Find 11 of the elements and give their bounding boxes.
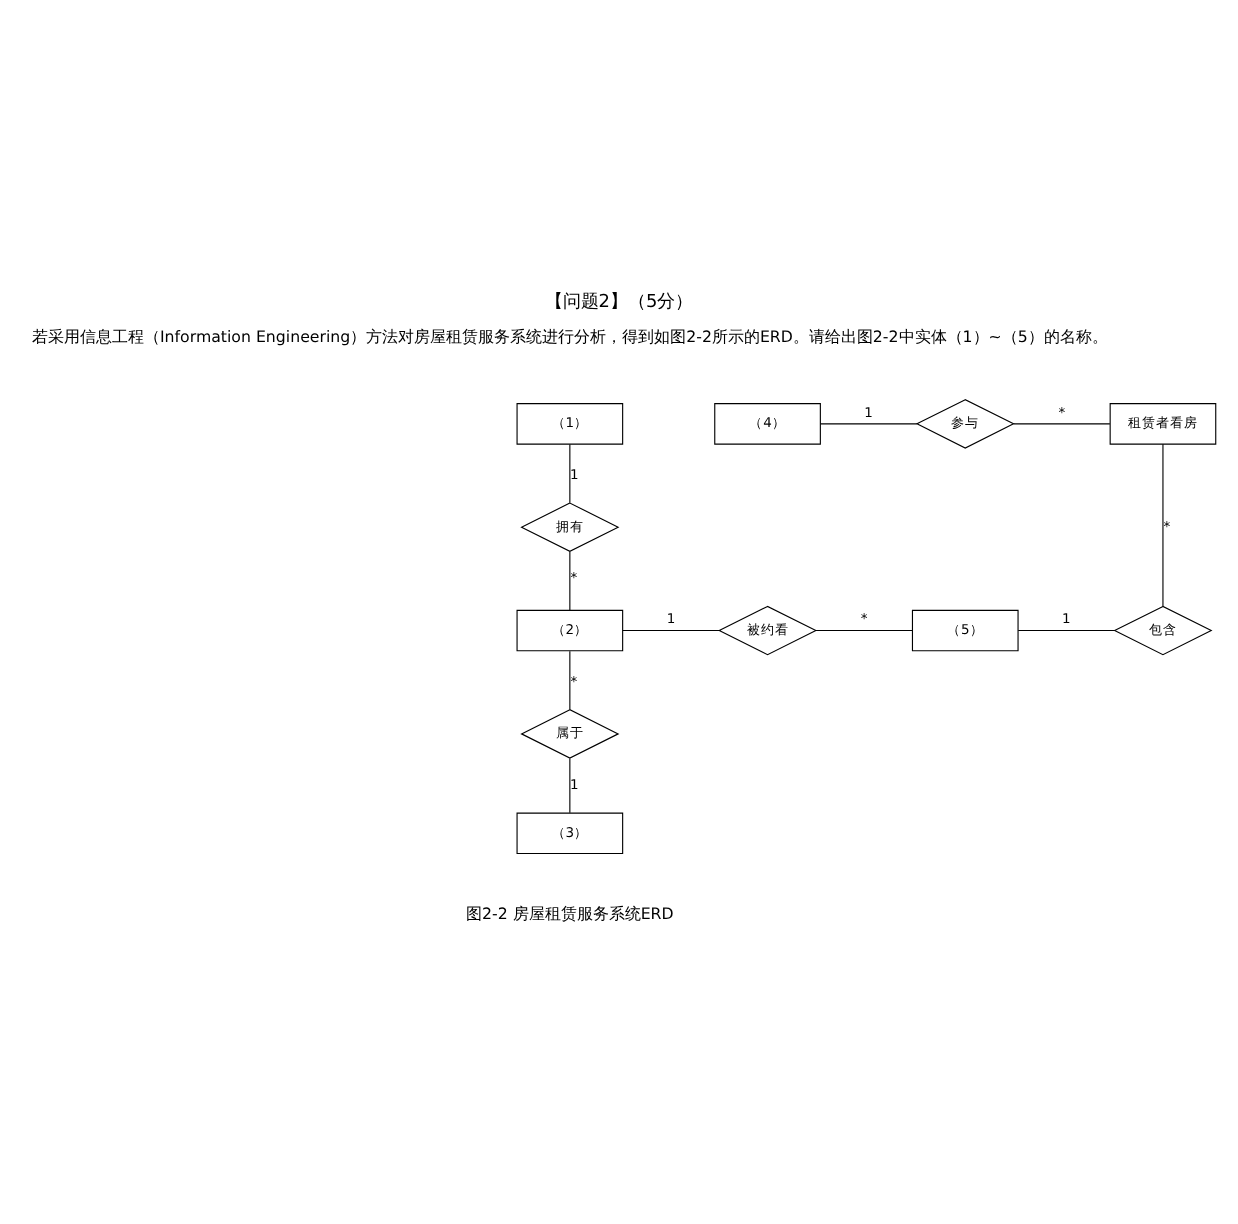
connector — [1162, 443, 1164, 607]
connector — [569, 551, 571, 611]
connector — [569, 650, 571, 710]
connector — [569, 443, 571, 504]
connector — [819, 423, 918, 425]
connector — [1013, 423, 1111, 425]
connector — [569, 757, 571, 814]
diagram-title: 【问题2】（5分） — [544, 293, 694, 314]
connector — [622, 629, 720, 632]
connector — [1017, 629, 1116, 632]
connector — [815, 629, 913, 632]
